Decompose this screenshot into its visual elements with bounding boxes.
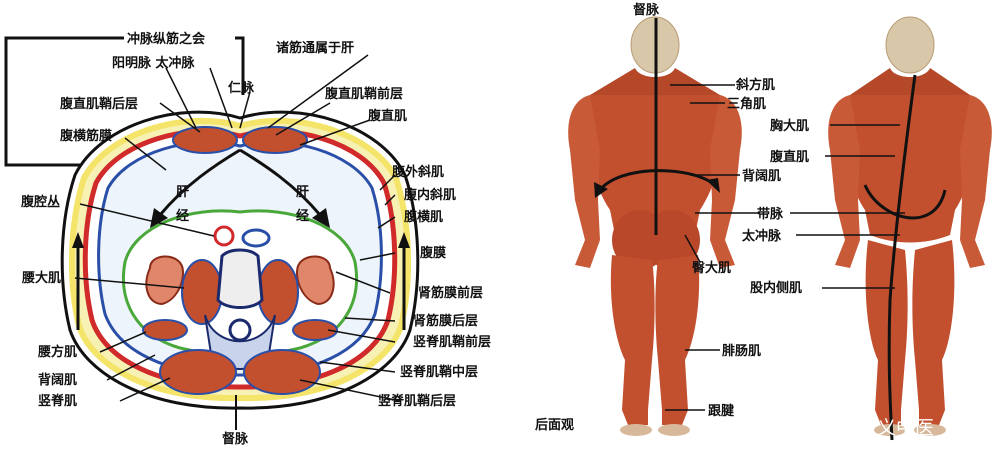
- cross-section: 冲脉纵筋之会 阳明脉 太冲脉 仁脉 诸筋通属于肝 腹直肌鞘后层 腹直肌鞘前层 腹…: [4, 31, 491, 447]
- front-figure: 胸大肌 腹直肌 带脉 太冲脉 股内侧肌: [741, 16, 992, 441]
- vena-cava: [241, 228, 271, 248]
- erector-right: [243, 349, 321, 395]
- leader-lines-left: [74, 54, 401, 402]
- label-erector-post: 竖脊肌鞘后层: [378, 393, 456, 409]
- label-latissimus: 背阔肌: [38, 372, 77, 388]
- label-renal-post: 肾筋膜后层: [413, 313, 478, 329]
- label-erector-mid: 竖脊肌鞘中层: [400, 364, 478, 380]
- label-tai-chong: 太冲脉: [741, 228, 782, 244]
- leader-lines-front: [790, 124, 905, 289]
- label-erector-ant: 竖脊肌鞘前层: [413, 334, 491, 350]
- spinal-canal: [228, 318, 252, 342]
- label-psoas: 腰大肌: [21, 270, 61, 286]
- label-jing-left: 经: [176, 208, 189, 224]
- rectus-left: [172, 126, 238, 154]
- dai-mai-arc-front: [863, 184, 947, 220]
- watermark: 头条 @正义中医: [795, 417, 934, 439]
- label-erector: 竖脊肌: [38, 393, 77, 409]
- label-gastrocnemius: 腓肠肌: [722, 343, 761, 359]
- label-transv-fascia: 腹横筋膜: [60, 128, 112, 144]
- psoas-right: [257, 259, 299, 325]
- quadratus-left: [142, 319, 188, 341]
- label-back-view: 后面观: [535, 417, 574, 433]
- tai-chong-line: [887, 74, 917, 441]
- label-quadratus: 腰方肌: [37, 344, 77, 360]
- label-gan-left: 肝: [176, 185, 189, 200]
- label-chong-zong-jin: 冲脉纵筋之会: [127, 31, 206, 47]
- label-ren-mai: 仁脉: [228, 80, 255, 96]
- dai-mai-arc-back: [598, 169, 716, 192]
- label-dai-mai: 带脉: [757, 206, 784, 222]
- label-latissimus-back: 背阔肌: [742, 168, 781, 184]
- label-adductor: 股内侧肌: [750, 280, 802, 296]
- label-celiac: 腹腔丛: [21, 194, 60, 210]
- label-rect-sheath-post: 腹直肌鞘后层: [60, 96, 138, 112]
- chong-mai-bracket: [4, 36, 124, 167]
- liver-meridian-right-arrow: [239, 148, 322, 216]
- right-side-arrow-head: [398, 232, 410, 248]
- label-transversus: 腹横肌: [404, 209, 443, 225]
- label-pectoralis: 胸大肌: [770, 118, 809, 134]
- label-du-mai-top: 督脉: [633, 2, 660, 18]
- label-renal-ant: 肾筋膜前层: [418, 285, 483, 301]
- label-ext-oblique: 腹外斜肌: [392, 164, 444, 180]
- label-peritoneum: 腹膜: [420, 245, 446, 261]
- rectus-right: [242, 126, 308, 154]
- liver-arrow-head-left: [150, 208, 168, 228]
- liver-meridian-left-arrow: [158, 148, 241, 216]
- vertebral-body: [216, 248, 264, 309]
- label-rectus: 腹直肌: [368, 108, 407, 124]
- kidney-right: [296, 255, 335, 306]
- label-zhu-jin: 诸筋通属于肝: [276, 40, 354, 56]
- aorta: [213, 225, 235, 247]
- quadratus-right: [292, 319, 338, 341]
- label-du-mai-bottom: 督脉: [222, 431, 249, 447]
- label-rect-sheath-ant: 腹直肌鞘前层: [325, 86, 403, 102]
- dai-mai-arrow-right: [706, 178, 720, 193]
- back-figure: 督脉 斜方肌 三角肌 背阔肌 臀大肌 腓肠肌 跟腱 后面观: [535, 2, 781, 436]
- label-deltoid: 三角肌: [727, 96, 766, 112]
- label-trapezius: 斜方肌: [735, 77, 775, 93]
- label-achilles: 跟腱: [708, 403, 735, 419]
- label-int-oblique: 腹内斜肌: [404, 187, 456, 203]
- label-jing-right: 经: [296, 208, 309, 224]
- erector-left: [159, 349, 237, 395]
- label-gan-right: 肝: [296, 185, 309, 200]
- left-side-arrow-head: [72, 232, 84, 248]
- label-gluteus: 臀大肌: [692, 260, 731, 276]
- label-rectus-front: 腹直肌: [770, 149, 809, 165]
- leader-lines-back: [665, 84, 760, 411]
- psoas-left: [181, 259, 223, 325]
- chong-mai-bracket-right: [235, 36, 245, 95]
- liver-arrow-head-right: [312, 208, 330, 228]
- label-yang-ming-tai-chong: 阳明脉 太冲脉: [112, 55, 196, 71]
- dai-mai-arrow-left: [594, 182, 608, 198]
